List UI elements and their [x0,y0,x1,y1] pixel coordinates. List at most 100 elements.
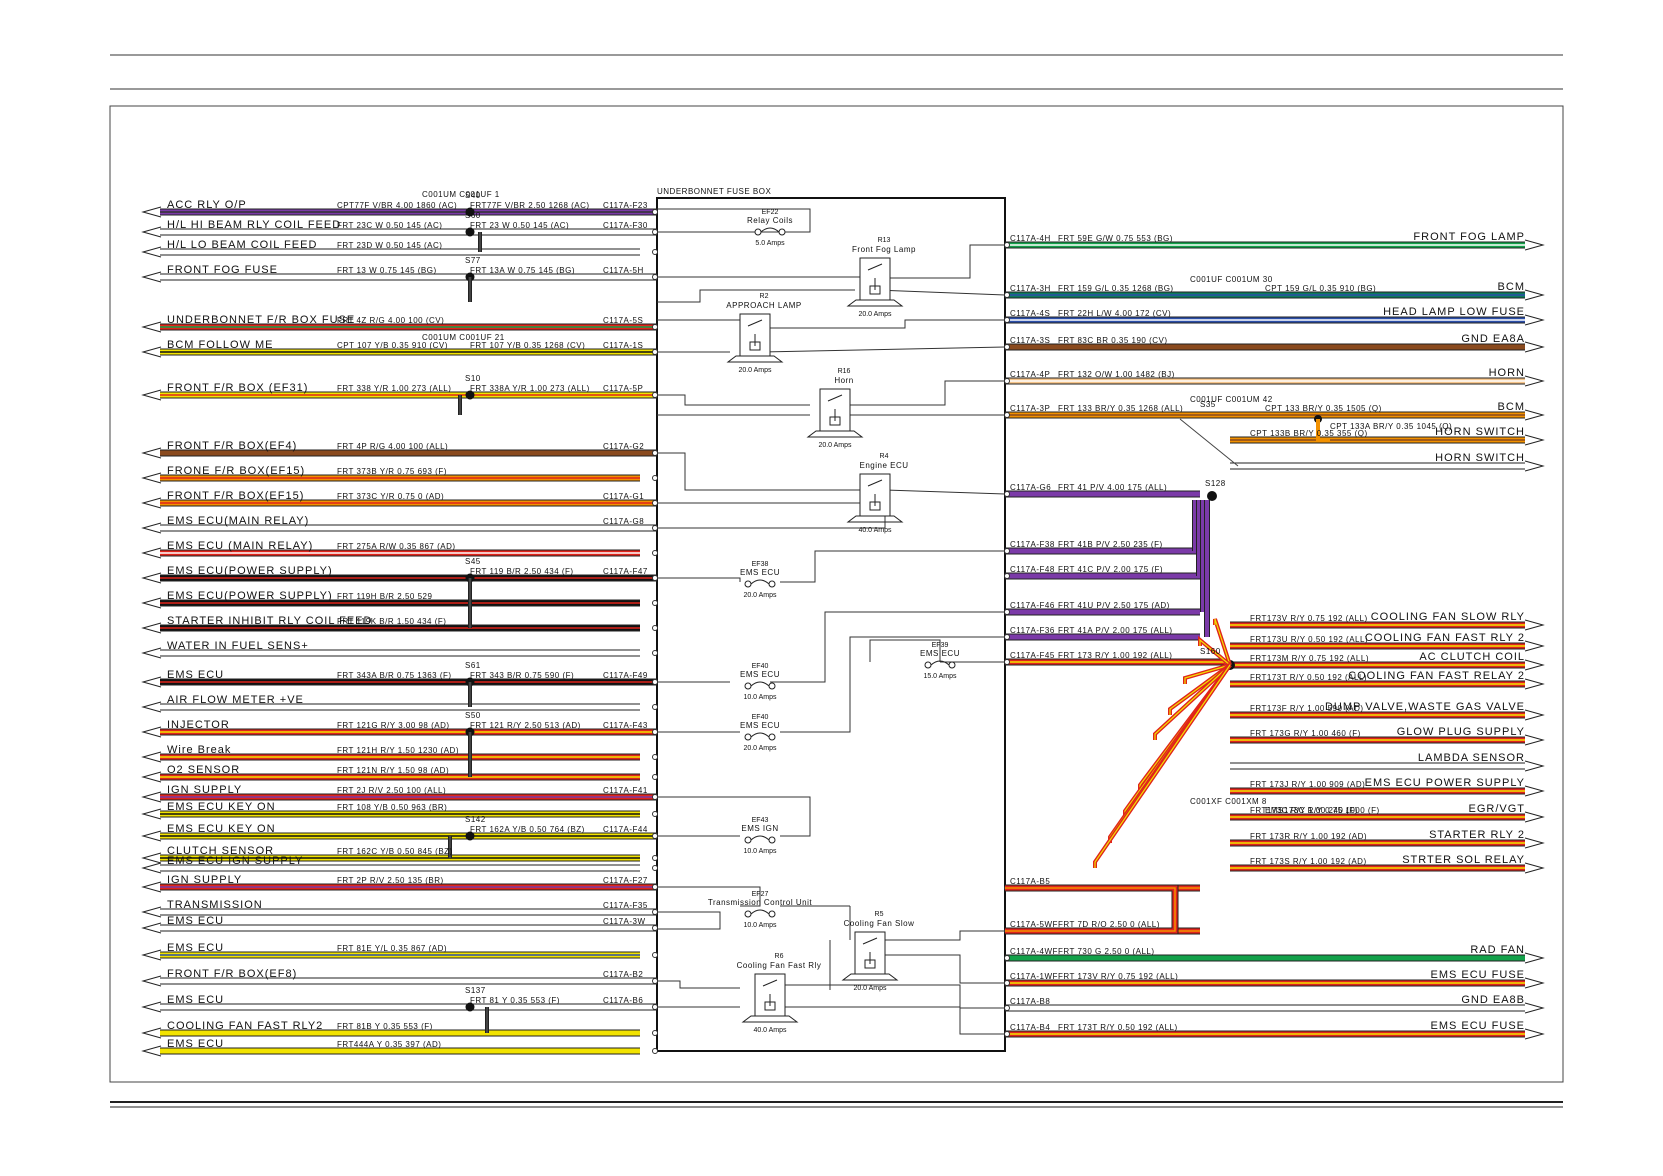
left-pin-12: C117A-F47 [603,567,648,576]
right-terminal-10 [1004,573,1010,579]
left-label-21: IGN SUPPLY [167,784,242,796]
internal-trace-22 [780,636,1005,733]
right-arrow-4 [1524,375,1545,387]
left-wire-code-3: FRT 13 W 0.75 145 (BG) [337,266,437,275]
fuse-ref-ef43: EF43 [752,817,769,824]
left-terminal-21 [652,794,658,800]
right-arrow-1 [1524,289,1545,301]
right-pin-5: C117A-3P [1010,404,1050,413]
left-terminal-10 [652,525,658,531]
fuse-element-ef22 [760,227,780,233]
s35-branch [1316,419,1330,442]
relay-name-r5: Cooling Fan Slow [844,919,915,928]
left-terminal-11 [652,550,658,556]
internal-trace-34 [780,1006,1005,1035]
right-label-17: COOLING FAN FAST RELAY 2 [1348,670,1525,682]
internal-trace-36 [885,954,1005,984]
left-arrow-31 [141,1001,162,1013]
left-arrow-32 [141,1027,162,1039]
right-terminal-30 [1004,1031,1010,1037]
fuse-pin-a-ef22 [754,228,762,236]
left-terminal-4 [652,324,658,330]
right-terminal-2 [1004,317,1010,323]
right-arrow-29 [1524,1002,1545,1014]
right-wire-code-9: FRT 41B P/V 2.50 235 (F) [1058,540,1163,549]
left-terminal-29 [652,952,658,958]
left-wire3-code-6: FRT 338A Y/R 1.00 273 (ALL) [470,384,590,393]
left-arrow-3 [141,271,162,283]
right-label-30: EMS ECU FUSE [1430,1020,1525,1032]
fuse-pin-a-ef40a [744,682,752,690]
right-label-7: HORN SWITCH [1435,452,1525,464]
right-arrow-2 [1524,314,1545,326]
left-wire3-code-5: FRT 107 Y/B 0.35 1268 (CV) [470,341,585,350]
relay-rating-r6: 40.0 Amps [753,1027,787,1034]
fuse-ref-ef27: EF27 [752,891,769,898]
internal-trace-8 [759,346,1006,353]
s160-branch-stripe-8 [1094,664,1231,868]
right-terminal-8 [1004,491,1010,497]
internal-trace-0 [657,208,811,233]
internal-trace-20 [770,611,1005,683]
left-label-16: EMS ECU [167,669,224,681]
left-terminal-3 [652,274,658,280]
right-arrow-23 [1524,837,1545,849]
left-label-13: EMS ECU(POWER SUPPLY) [167,590,333,602]
fuse-pin-b-ef40b [768,733,776,741]
left-terminal-13 [652,600,658,606]
left-arrow-5 [141,346,162,358]
fuse-rating-ef40a: 10.0 Amps [743,694,777,701]
relay-contact-r2 [747,319,763,346]
left-arrow-1 [141,226,162,238]
left-arrow-25 [141,862,162,874]
right-label-2: HEAD LAMP LOW FUSE [1383,306,1525,318]
relay-contact-r4 [867,479,883,506]
fuse-name-ef22: Relay Coils [747,216,793,225]
left-terminal-17 [652,704,658,710]
splice-dot-6 [465,390,475,400]
right-wire-code-1: FRT 159 G/L 0.35 1268 (BG) [1058,284,1174,293]
left-label-2: H/L LO BEAM COIL FEED [167,239,317,251]
s160-branch-stripe-1 [1199,638,1231,666]
left-label-25: EMS ECU IGN SUPPLY [167,855,303,867]
left-label-11: EMS ECU (MAIN RELAY) [167,540,313,552]
left-terminal-33 [652,1048,658,1054]
left-terminal-8 [652,475,658,481]
internal-trace-23 [869,639,941,662]
right-pin-0: C117A-4H [1010,234,1051,243]
relay-rating-r5: 20.0 Amps [853,985,887,992]
right-wire-code-23: FRT 173R R/Y 1.00 192 (AD) [1250,832,1367,841]
right-terminal-4 [1004,378,1010,384]
fuse-pin-a-ef38 [744,580,752,588]
left-arrow-13 [141,597,162,609]
left-wire-code-24: FRT 162C Y/B 0.50 845 (BZ) [337,847,453,856]
relay-contact-r6 [762,979,778,1006]
relay-name-r6: Cooling Fan Fast Rly [737,961,822,970]
right-label-27: RAD FAN [1470,944,1525,956]
relay-coil-r2 [749,341,761,351]
splice-label-1: S60 [465,211,481,220]
fuse-name-ef40a: EMS ECU [740,670,780,679]
left-pin-3: C117A-5H [603,266,644,275]
right-conn-5: C001UF C001UM 42 [1190,395,1273,404]
left-label-31: EMS ECU [167,994,224,1006]
left-wire-code-11: FRT 275A R/W 0.35 867 (AD) [337,542,456,551]
left-label-4: UNDERBONNET F/R BOX FUSE [167,314,355,326]
relay-ref-r13: R13 [878,237,891,244]
fuse-pin-a-ef43 [744,836,752,844]
right-wire-code-26: FRT 7D R/O 2.50 0 (ALL) [1058,920,1160,929]
right-arrow-19 [1524,734,1545,746]
right-pin-13: C117A-F45 [1010,651,1055,660]
right-terminal-12 [1004,634,1010,640]
right-arrow-6 [1524,434,1545,446]
s160-branch-stripe-3 [1169,664,1231,715]
left-terminal-5 [652,349,658,355]
fuse-element-ef43 [750,835,770,841]
left-wire-code-13: FRT 119H B/R 2.50 529 [337,592,432,601]
fuse-name-ef39: EMS ECU [920,649,960,658]
left-label-29: EMS ECU [167,942,224,954]
relay-base-r4 [846,515,904,523]
left-wire-code-5: CPT 107 Y/B 0.35 910 (CV) [337,341,448,350]
left-pin-1: C117A-F30 [603,221,648,230]
